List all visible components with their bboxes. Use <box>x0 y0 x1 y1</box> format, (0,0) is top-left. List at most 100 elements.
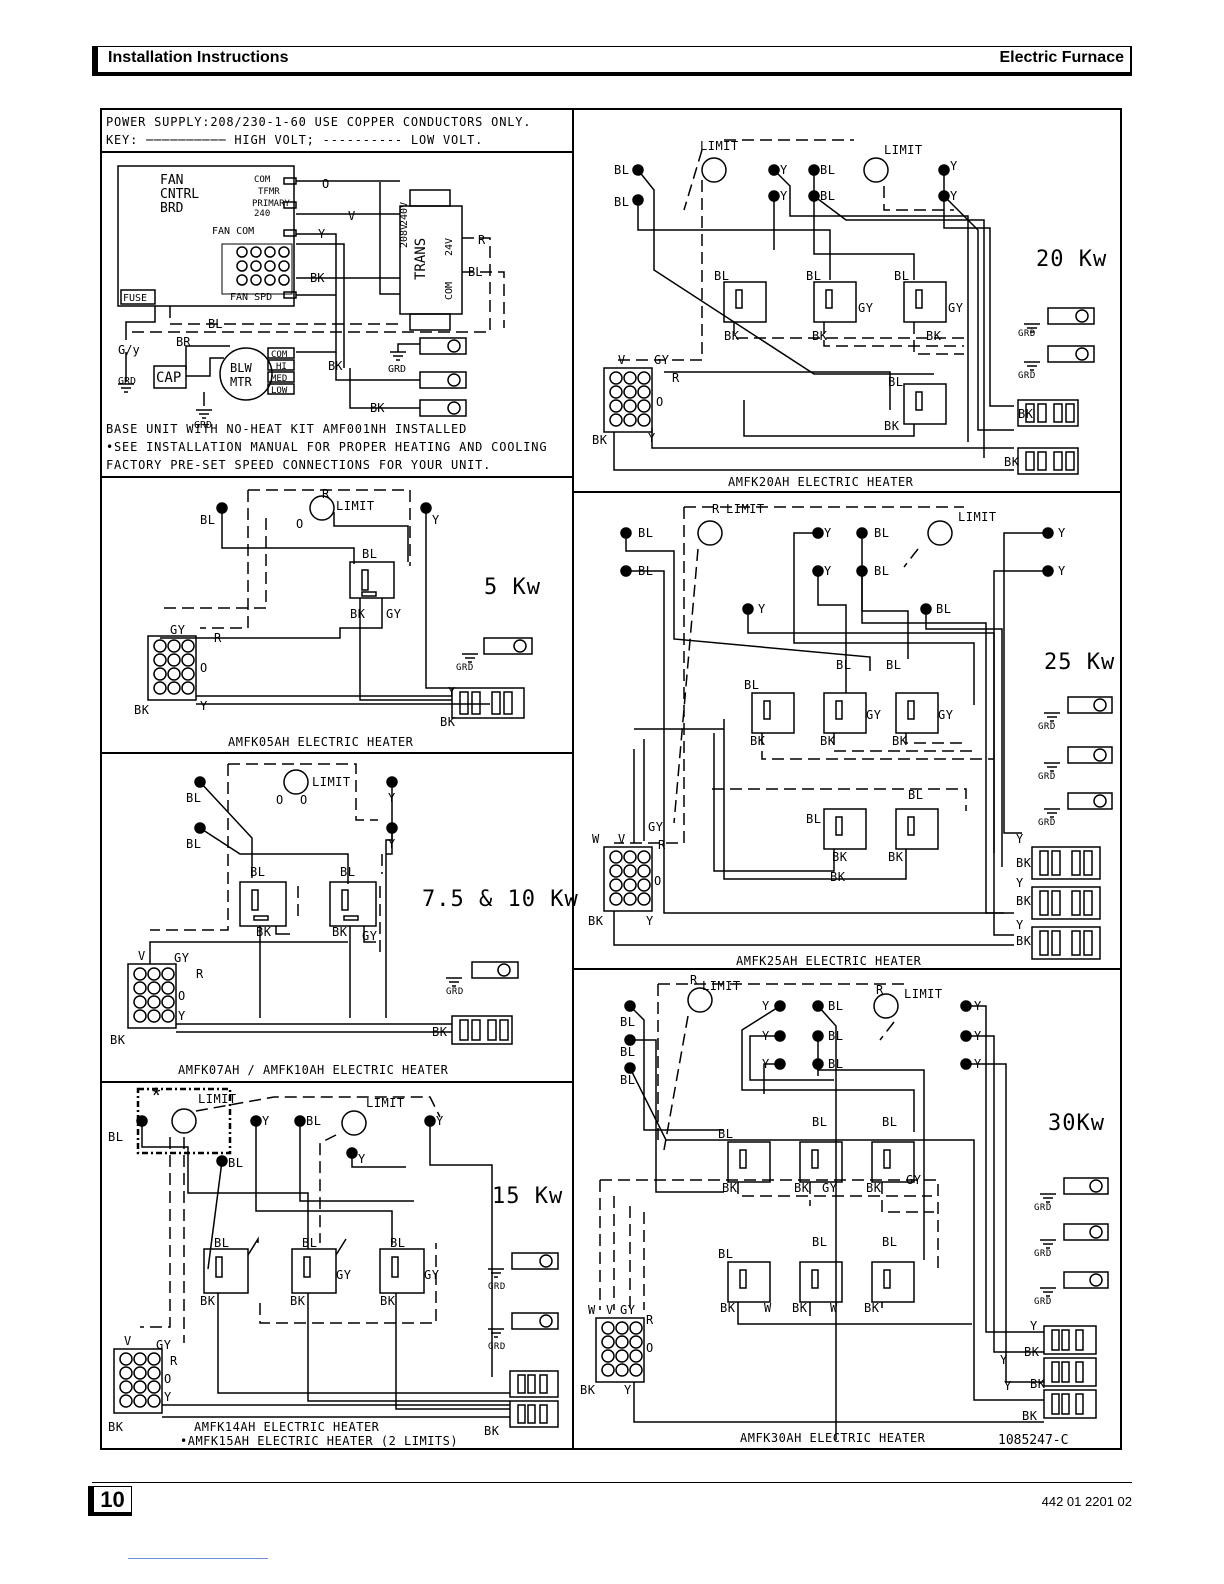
wire-v: V <box>348 209 355 223</box>
gy-30b: GY <box>906 1173 922 1187</box>
y-15d: Y <box>164 1390 172 1404</box>
link-underline <box>128 1558 268 1559</box>
y-25f: Y <box>646 914 654 928</box>
r-30a: R <box>690 973 698 987</box>
y2-7: Y <box>178 1009 186 1023</box>
caption-25: AMFK25AH ELECTRIC HEATER <box>736 954 922 968</box>
bl-25d: BL <box>874 564 889 578</box>
footer-rule <box>92 1482 1132 1483</box>
y-30b: Y <box>762 1029 770 1043</box>
bk-15a: BK <box>200 1294 216 1308</box>
base-unit-diagram: FAN CNTRL BRD FUSE FAN COM FAN SPD COM T… <box>117 165 505 431</box>
bk-25d: BK <box>832 850 848 864</box>
r-5: R <box>322 487 330 501</box>
bl-20b: BL <box>614 195 629 209</box>
w-25: W <box>592 832 600 846</box>
kw-5: 5 Kw <box>484 575 541 600</box>
bl-25b: BL <box>638 564 653 578</box>
bk-20g: BK <box>1004 455 1020 469</box>
bl-30f: BL <box>828 1057 843 1071</box>
v-25: V <box>618 832 626 846</box>
fuse-label: FUSE <box>123 293 147 304</box>
grd-30a: GRD <box>1034 1203 1052 1213</box>
bk-20d: BK <box>884 419 900 433</box>
gy-25c: GY <box>648 820 664 834</box>
cap-grd: GRD <box>118 376 136 387</box>
bl-15e: BL <box>302 1236 317 1250</box>
y-30h: Y <box>1030 1319 1038 1333</box>
bl-15d: BL <box>214 1236 229 1250</box>
svg-text:*: * <box>152 1083 161 1108</box>
y-25i: Y <box>1016 918 1024 932</box>
wire-bl-board: BL <box>208 317 222 331</box>
y-25g: Y <box>1016 832 1024 846</box>
bl-30c: BL <box>620 1073 635 1087</box>
bk-25f: BK <box>830 870 846 884</box>
grd-15a: GRD <box>488 1282 506 1292</box>
frame-vertical-divider <box>572 108 574 1450</box>
y-15c: Y <box>358 1152 366 1166</box>
wire-r: R <box>478 233 486 247</box>
kw-25: 25 Kw <box>1044 650 1115 675</box>
bl-25j: BL <box>908 788 923 802</box>
bk-25c: BK <box>892 734 908 748</box>
limit-label-25b: LIMIT <box>958 510 997 524</box>
wire-bk-motor: BK <box>328 359 343 373</box>
gy-30a: GY <box>822 1181 838 1195</box>
bk3-7: BK <box>432 1025 448 1039</box>
wire-y: Y <box>318 227 326 241</box>
bk-5: BK <box>350 607 366 621</box>
kw-7: 7.5 & 10 Kw <box>422 887 579 912</box>
kw-20: 20 Kw <box>1036 247 1107 272</box>
bk-20f: BK <box>1018 407 1034 421</box>
gy-20a: GY <box>858 301 874 315</box>
grd-25a: GRD <box>1038 722 1056 732</box>
cap-label: CAP <box>156 370 181 386</box>
bk-30j: BK <box>1022 1409 1038 1423</box>
gy-25a: GY <box>866 708 882 722</box>
limit-label-15b: LIMIT <box>366 1096 405 1110</box>
motor-med: MED <box>271 374 287 384</box>
y-25d: Y <box>1058 526 1066 540</box>
w-30c: W <box>588 1303 596 1317</box>
fan-spd-label: FAN SPD <box>230 292 272 303</box>
caption-20: AMFK20AH ELECTRIC HEATER <box>728 475 914 489</box>
motor-label-1: BLW <box>230 361 252 375</box>
divider-7kw <box>100 1081 573 1083</box>
gy-25b: GY <box>938 708 954 722</box>
drawing-number: 1085247-C <box>998 1433 1068 1448</box>
wire-br: BR <box>176 335 191 349</box>
y-30f: Y <box>974 1057 982 1071</box>
bk-25e: BK <box>888 850 904 864</box>
trans-label: TRANS <box>413 238 429 280</box>
wire-gy: G/y <box>118 343 140 357</box>
bl-20a: BL <box>614 163 629 177</box>
y3-5: Y <box>448 685 456 699</box>
bk-30e: BK <box>792 1301 808 1315</box>
gy-20b: GY <box>948 301 964 315</box>
limit-label-7: LIMIT <box>312 775 351 789</box>
heater-15kw-diagram: * LIMIT LIMIT BL B <box>108 1083 562 1448</box>
gy2-5: GY <box>170 623 186 637</box>
bk-25i: BK <box>1016 894 1032 908</box>
limit-label-30a: LIMIT <box>702 979 741 993</box>
wire-key-note: KEY: ────────── HIGH VOLT; ---------- LO… <box>106 133 484 147</box>
heater-30kw-diagram: R LIMIT R LIMIT BL BL BL Y BL Y BL Y BL … <box>580 973 1109 1448</box>
o-5: O <box>296 517 304 531</box>
gy-15c: GY <box>156 1338 172 1352</box>
v-7: V <box>138 949 146 963</box>
w-30b: W <box>830 1301 838 1315</box>
y-15a: Y <box>262 1114 270 1128</box>
supply-grd: GRD <box>388 364 406 375</box>
bk-30g: BK <box>580 1383 596 1397</box>
y-20e: Y <box>648 431 656 445</box>
y-25a: Y <box>824 526 832 540</box>
limit-label-5: LIMIT <box>336 499 375 513</box>
heater-5kw-diagram: LIMIT BL Y O R BL BK GY GY R O BK Y BK Y… <box>134 487 541 749</box>
o2-5: O <box>200 661 208 675</box>
r-25a: R <box>712 502 720 516</box>
grd-7: GRD <box>446 987 464 997</box>
bl-25h: BL <box>886 658 901 672</box>
grd-20a: GRD <box>1018 329 1036 339</box>
divider-25kw <box>573 968 1122 970</box>
